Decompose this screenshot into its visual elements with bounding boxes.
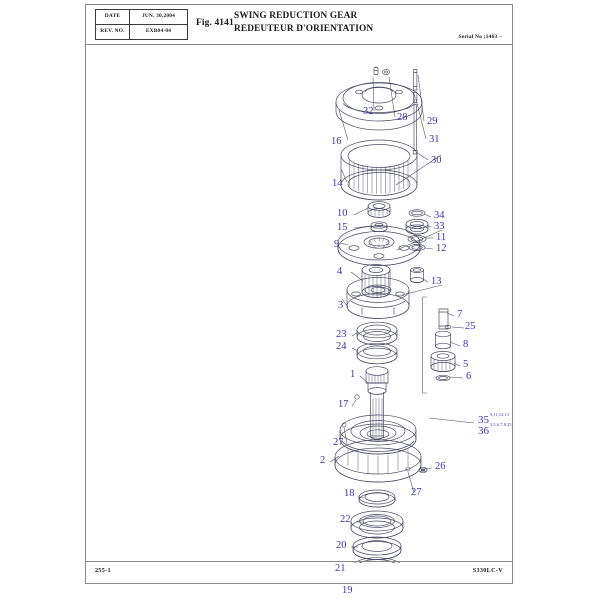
part-34-oring (408, 209, 426, 217)
callout-28: 28 (397, 112, 408, 123)
part-5-gear (430, 351, 456, 372)
page-title: SWING REDUCTION GEAR REDEUTEUR D'ORIENTA… (234, 10, 373, 35)
callout-24: 24 (336, 341, 347, 352)
table-row: REV. NO. EXB04-04 (95, 24, 188, 40)
callout-9: 9 (334, 239, 340, 250)
callout-11: 11 (436, 232, 447, 243)
part-12-shim (408, 244, 426, 251)
part-16-cover (335, 82, 423, 131)
rev-no-value: EXB04-04 (129, 24, 188, 40)
date-label: DATE (95, 9, 130, 25)
callout-14: 14 (332, 178, 343, 189)
part-17-plug (354, 394, 360, 400)
callout-18: 18 (344, 488, 355, 499)
part-28-washer (382, 69, 390, 75)
part-11-oring (407, 235, 427, 243)
part-3-housing (346, 277, 410, 319)
callout-25: 25 (465, 321, 476, 332)
callout-6: 6 (466, 371, 472, 382)
part-23-bearing (356, 321, 398, 346)
callout-13: 13 (431, 276, 442, 287)
callout-3: 3 (338, 300, 344, 311)
part-27-washer-a (405, 466, 411, 472)
title-english: SWING REDUCTION GEAR (234, 11, 358, 21)
part-22-bearing (350, 510, 404, 539)
callout-19: 19 (342, 585, 353, 596)
callout-29: 29 (427, 116, 438, 127)
part-15-washer (370, 221, 388, 233)
callout-27-lower: 27 (411, 487, 422, 498)
callout-33: 33 (434, 221, 445, 232)
callout-34: 34 (434, 210, 445, 221)
callout-32: 32 (363, 106, 374, 117)
part-14-ring-gear (340, 139, 418, 201)
callout-1: 1 (350, 369, 356, 380)
part-21-oring (353, 557, 401, 563)
callout-27-upper: 27 (333, 437, 344, 448)
exploded-assembly-drawing: 32 28 29 16 31 30 14 10 15 9 4 34 33 11 … (86, 45, 512, 596)
callout-17: 17 (338, 399, 349, 410)
part-25-clip (444, 325, 452, 329)
assembly-svg (329, 66, 475, 563)
part-6-oring (435, 374, 451, 382)
title-french: REDEUTEUR D'ORIENTATION (234, 23, 374, 34)
part-18-oring (358, 489, 396, 508)
leader-lines (329, 74, 475, 548)
part-10-bearing (367, 201, 391, 218)
page-header: DATE JUN. 30,2004 REV. NO. EXB04-04 Fig.… (86, 5, 512, 45)
callout-36: 36 (478, 425, 489, 437)
part-20-seal (352, 536, 402, 560)
callout-10: 10 (337, 208, 348, 219)
part-2-lower-housing (334, 414, 422, 483)
callout-31: 31 (429, 134, 440, 145)
part-1-shaft (365, 366, 389, 440)
serial-number: Serial No ;1463 ~ (458, 34, 502, 40)
kit-36-contents: 3,5,6,7,8,25 (490, 422, 512, 427)
figure-number: Fig. 4141 (196, 18, 234, 28)
callout-16: 16 (331, 136, 342, 147)
part-33-bearing (405, 219, 429, 235)
callout-5: 5 (463, 359, 469, 370)
callout-22: 22 (340, 514, 351, 525)
part-26-bolt (418, 466, 428, 474)
footer-model-code: S330LC-V (472, 567, 503, 574)
callout-12: 12 (436, 243, 447, 254)
callout-21: 21 (335, 563, 346, 574)
page-footer: 255-1 S330LC-V (86, 561, 512, 583)
part-24-race (356, 342, 398, 365)
part-29-pin (413, 69, 418, 91)
part-9-carrier (337, 225, 421, 266)
callout-20: 20 (336, 540, 347, 551)
part-7-pin (438, 308, 449, 330)
callout-8: 8 (463, 339, 469, 350)
revision-table: DATE JUN. 30,2004 REV. NO. EXB04-04 (95, 9, 188, 40)
catalog-page: DATE JUN. 30,2004 REV. NO. EXB04-04 Fig.… (85, 4, 513, 596)
rev-no-label: REV. NO. (95, 24, 130, 40)
part-32-bolt (373, 66, 379, 75)
table-row: DATE JUN. 30,2004 (95, 9, 188, 25)
callout-4: 4 (337, 266, 343, 277)
part-8-sleeve (435, 330, 451, 350)
footer-page-code: 255-1 (95, 567, 111, 574)
callout-26: 26 (435, 461, 446, 472)
kit-35-contents: 9,11,12,13 (490, 412, 510, 417)
callout-15: 15 (337, 222, 348, 233)
callout-23: 23 (336, 329, 347, 340)
callout-35: 35 (478, 414, 489, 426)
callout-30: 30 (431, 155, 442, 166)
date-value: JUN. 30,2004 (129, 9, 188, 25)
part-13-bushing (410, 267, 424, 283)
part-4-gear (361, 264, 391, 298)
callout-7: 7 (457, 309, 463, 320)
callout-2: 2 (320, 455, 326, 466)
